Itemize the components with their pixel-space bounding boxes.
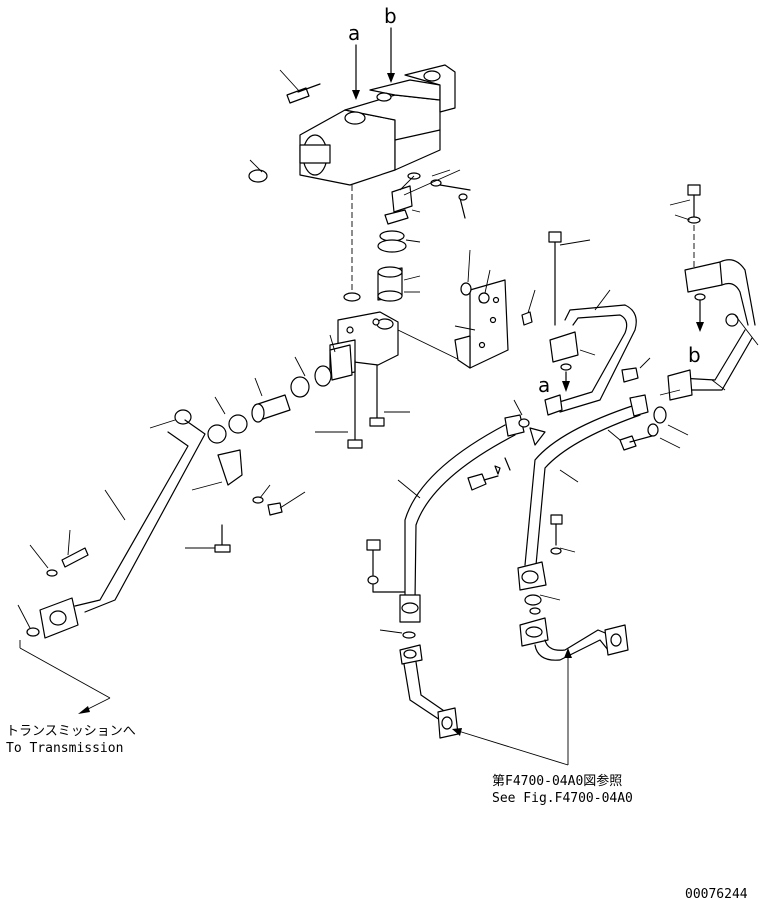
fig-ref-jp: 第F4700-04A0図参照	[492, 773, 622, 789]
bolt-icon	[315, 359, 363, 449]
bolt-icon	[607, 429, 653, 451]
bolt-icon	[467, 465, 501, 491]
fig-ref-en: See Fig.F4700-04A0	[492, 791, 633, 806]
label-b-top: b	[384, 4, 397, 28]
label-a-top: a	[348, 21, 360, 45]
arrow-a	[352, 44, 360, 100]
bolt-icon	[17, 529, 89, 637]
fitting-stack	[377, 169, 471, 302]
label-b-right: b	[688, 343, 701, 367]
pump-assembly	[299, 64, 456, 186]
hose-bracket	[185, 449, 306, 553]
label-a-right: a	[538, 373, 550, 397]
drawing-number: 00076244	[685, 887, 748, 900]
bolt-icon	[550, 514, 576, 555]
flex-hose-1	[397, 399, 546, 623]
transmission-note-jp: トランスミッションへ	[6, 724, 136, 739]
gasket-icon	[248, 169, 268, 183]
bolt-icon	[279, 69, 321, 104]
flex-hose-2	[517, 394, 689, 615]
bracket-plate	[454, 249, 536, 369]
transmission-leader	[19, 640, 111, 714]
arrow-b	[387, 27, 395, 83]
fig-ref-leader	[452, 648, 572, 766]
tube-bottom-right	[519, 617, 629, 661]
bolt-icon	[369, 364, 410, 427]
bolt-icon	[366, 539, 416, 639]
pipe-a	[544, 231, 651, 416]
pipe-b	[659, 259, 759, 401]
o-ring-icon	[343, 292, 361, 302]
pipe-to-transmission	[39, 419, 206, 639]
tube-bottom-left	[399, 644, 459, 739]
bolt-icon	[669, 184, 701, 270]
hose-clamps	[149, 334, 353, 444]
transmission-note-en: To Transmission	[6, 741, 123, 756]
